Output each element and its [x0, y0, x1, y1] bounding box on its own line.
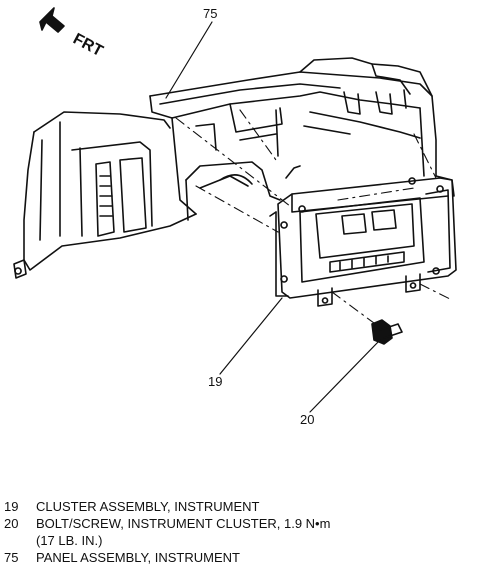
- alignment-lines: [175, 109, 453, 327]
- callout-20: 20: [300, 412, 314, 427]
- legend-text: BOLT/SCREW, INSTRUMENT CLUSTER, 1.9 N•m: [36, 516, 331, 531]
- legend-text: PANEL ASSEMBLY, INSTRUMENT: [36, 550, 240, 565]
- parts-legend: 19 CLUSTER ASSEMBLY, INSTRUMENT 20 BOLT/…: [4, 498, 474, 566]
- legend-number: 75: [4, 550, 19, 565]
- leader-lines: [165, 21, 381, 413]
- callout-19: 19: [208, 374, 222, 389]
- legend-number: 19: [4, 499, 19, 514]
- legend-item: 20 BOLT/SCREW, INSTRUMENT CLUSTER, 1.9 N…: [4, 515, 474, 532]
- legend-text: (17 LB. IN.): [36, 533, 103, 548]
- cluster-bolt: [371, 319, 403, 345]
- front-label: FRT: [70, 31, 106, 61]
- legend-continuation: (17 LB. IN.): [4, 532, 474, 549]
- legend-item: 19 CLUSTER ASSEMBLY, INSTRUMENT: [4, 498, 474, 515]
- legend-number: 20: [4, 516, 19, 531]
- exploded-view-diagram: FRT 75 19 20: [13, 6, 457, 427]
- instrument-panel-assembly: [13, 57, 455, 279]
- callout-75: 75: [203, 6, 217, 21]
- front-direction-arrow: [39, 7, 65, 33]
- legend-text: CLUSTER ASSEMBLY, INSTRUMENT: [36, 499, 260, 514]
- legend-item: 75 PANEL ASSEMBLY, INSTRUMENT: [4, 549, 474, 566]
- instrument-cluster-assembly: [269, 177, 457, 307]
